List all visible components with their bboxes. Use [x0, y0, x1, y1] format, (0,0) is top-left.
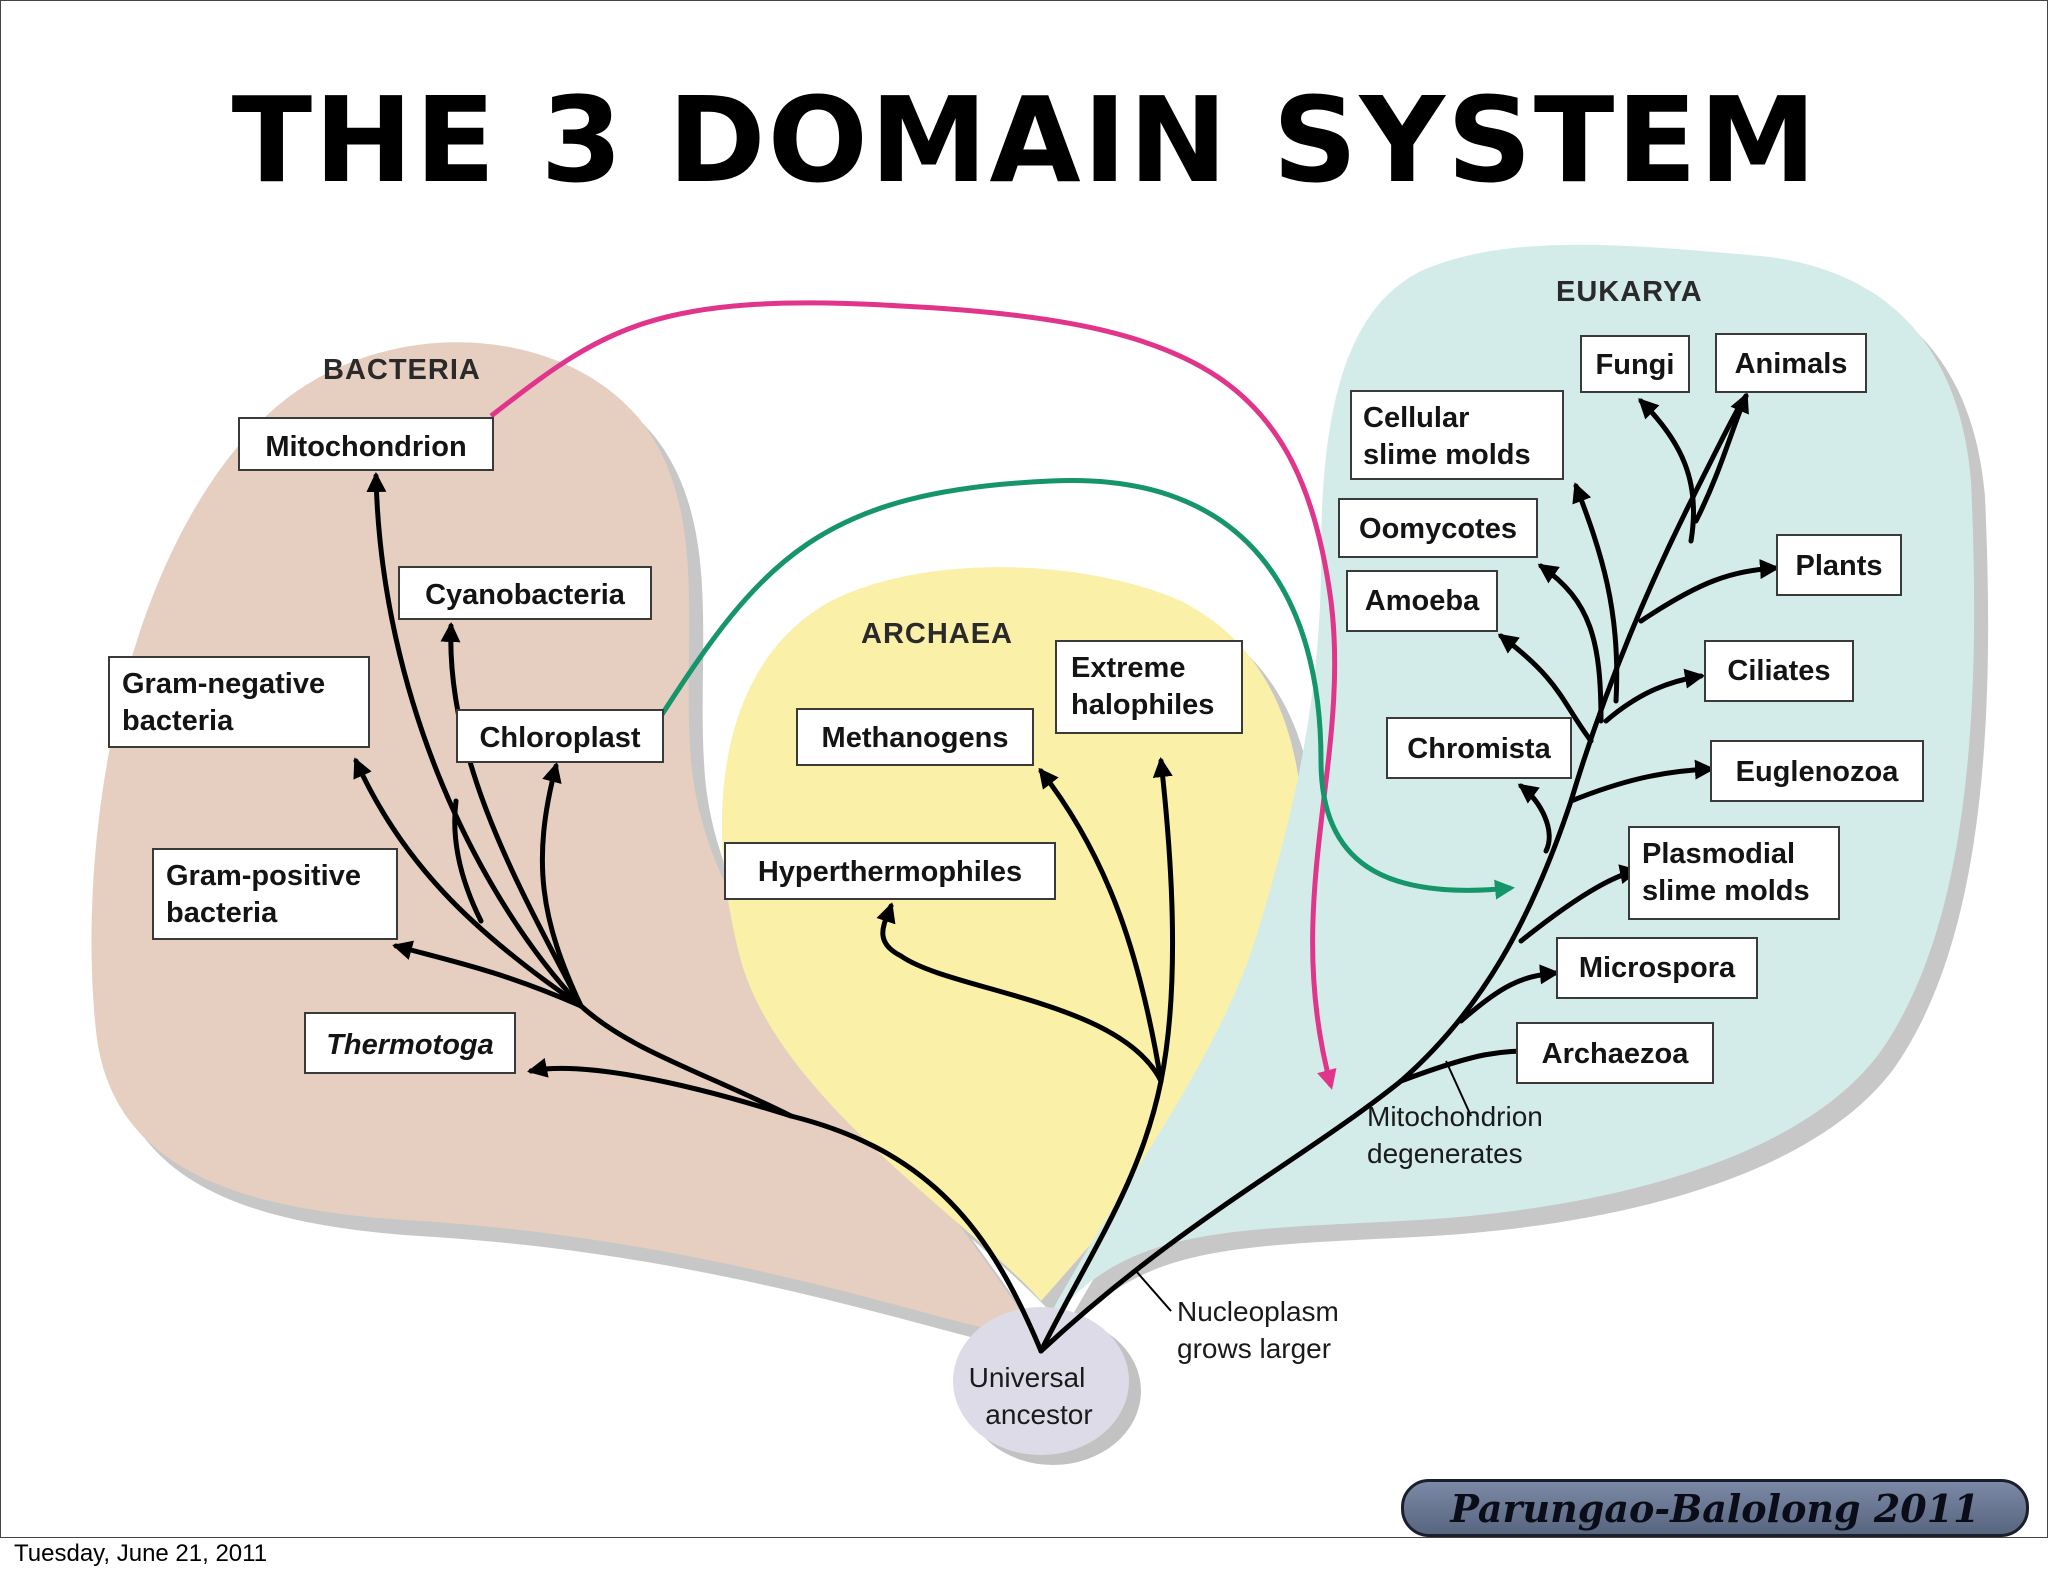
domain-label-eukarya: EUKARYA — [1556, 276, 1703, 308]
universal-ancestor-label-1: Universal — [969, 1362, 1086, 1393]
archaea-branches — [876, 757, 1176, 1354]
svg-text:Extreme: Extreme — [1071, 652, 1185, 684]
chloroplast-transfer-arrow — [658, 477, 1515, 900]
eukarya-region — [1041, 244, 1975, 1331]
credit-badge: Parungao-Balolong 2011 — [1401, 1479, 2029, 1537]
svg-text:Chloroplast: Chloroplast — [479, 722, 640, 754]
svg-text:Microspora: Microspora — [1579, 952, 1736, 984]
svg-text:Methanogens: Methanogens — [822, 722, 1009, 754]
svg-text:Mitochondrion: Mitochondrion — [265, 431, 466, 463]
domain-label-archaea: ARCHAEA — [861, 618, 1013, 650]
label-euglenozoa: Euglenozoa — [1710, 740, 1924, 802]
label-plasmodial-slime-molds: Plasmodial slime molds — [1628, 826, 1840, 920]
footer-date: Tuesday, June 21, 2011 — [14, 1540, 268, 1567]
bacteria-region — [91, 342, 1042, 1341]
svg-text:slime molds: slime molds — [1363, 439, 1531, 471]
label-gram-negative-bacteria: Gram-negative bacteria — [108, 656, 370, 748]
svg-text:Chromista: Chromista — [1407, 733, 1551, 765]
annotation-nucleoplasm-1: Nucleoplasm — [1177, 1296, 1339, 1327]
label-gram-positive-bacteria: Gram-positive bacteria — [152, 848, 398, 940]
label-chromista: Chromista — [1386, 717, 1572, 779]
slide-frame: THE 3 DOMAIN SYSTEM — [0, 0, 2048, 1538]
label-microspora: Microspora — [1556, 937, 1758, 999]
svg-text:Plasmodial: Plasmodial — [1642, 838, 1795, 870]
label-archaezoa: Archaezoa — [1516, 1022, 1714, 1084]
label-plants: Plants — [1776, 534, 1902, 596]
universal-ancestor-label-2: ancestor — [985, 1399, 1092, 1430]
svg-text:Hyperthermophiles: Hyperthermophiles — [758, 856, 1022, 888]
svg-text:halophiles: halophiles — [1071, 689, 1214, 721]
svg-text:Ciliates: Ciliates — [1727, 655, 1830, 687]
label-thermotoga: Thermotoga — [304, 1012, 516, 1074]
label-methanogens: Methanogens — [796, 708, 1034, 766]
slide-title: THE 3 DOMAIN SYSTEM — [231, 71, 1819, 209]
universal-ancestor-node — [953, 1307, 1129, 1455]
svg-text:bacteria: bacteria — [122, 705, 234, 737]
svg-text:Archaezoa: Archaezoa — [1542, 1038, 1690, 1070]
label-mitochondrion: Mitochondrion — [238, 417, 494, 471]
label-animals: Animals — [1715, 333, 1867, 393]
label-cellular-slime-molds: Cellular slime molds — [1350, 390, 1564, 480]
three-domain-tree-diagram: BACTERIA ARCHAEA EUKARYA Mitochondrion C… — [91, 244, 1989, 1465]
domain-label-bacteria: BACTERIA — [323, 354, 481, 386]
svg-text:Cyanobacteria: Cyanobacteria — [425, 579, 626, 611]
annotation-nucleoplasm-2: grows larger — [1177, 1333, 1331, 1364]
svg-text:Oomycotes: Oomycotes — [1359, 513, 1517, 545]
svg-text:Cellular: Cellular — [1363, 402, 1469, 434]
svg-text:Gram-negative: Gram-negative — [122, 668, 325, 700]
svg-text:Fungi: Fungi — [1596, 349, 1675, 381]
svg-text:Plants: Plants — [1795, 550, 1882, 582]
bacteria-branches — [353, 472, 1044, 1354]
eukarya-branches — [1038, 392, 1780, 1354]
label-amoeba: Amoeba — [1346, 570, 1498, 632]
annotation-mitochondrion-degenerates-1: Mitochondrion — [1367, 1101, 1543, 1132]
label-cyanobacteria: Cyanobacteria — [398, 566, 652, 620]
svg-text:Euglenozoa: Euglenozoa — [1736, 756, 1900, 788]
label-chloroplast: Chloroplast — [456, 709, 664, 763]
label-oomycotes: Oomycotes — [1338, 498, 1538, 558]
label-ciliates: Ciliates — [1704, 640, 1854, 702]
annotation-mitochondrion-degenerates-2: degenerates — [1367, 1138, 1523, 1169]
svg-text:bacteria: bacteria — [166, 897, 278, 929]
svg-text:Gram-positive: Gram-positive — [166, 860, 361, 892]
svg-text:Animals: Animals — [1735, 348, 1848, 380]
label-fungi: Fungi — [1580, 335, 1690, 393]
label-hyperthermophiles: Hyperthermophiles — [724, 842, 1056, 900]
svg-text:Amoeba: Amoeba — [1365, 585, 1480, 617]
svg-text:Thermotoga: Thermotoga — [326, 1029, 494, 1061]
svg-text:slime molds: slime molds — [1642, 875, 1810, 907]
mitochondrion-transfer-arrow — [489, 300, 1338, 1090]
label-extreme-halophiles: Extreme halophiles — [1055, 640, 1243, 734]
